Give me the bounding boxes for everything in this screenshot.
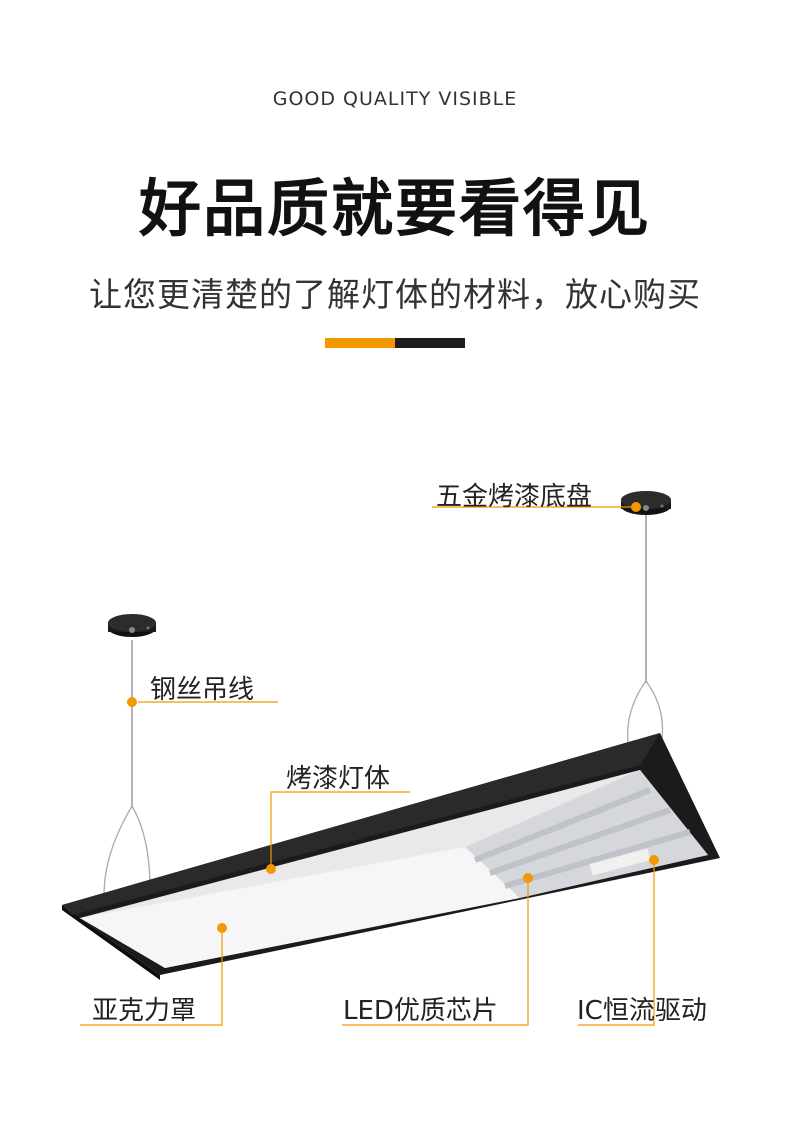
divider-orange [325, 338, 395, 348]
callout-chip-label: LED优质芯片 [343, 996, 498, 1026]
right-wire-loop [626, 680, 664, 743]
left-canopy [108, 614, 156, 637]
callout-canopy-label: 五金烤漆底盘 [436, 482, 593, 512]
page-subtitle: 让您更清楚的了解灯体的材料，放心购买 [89, 275, 701, 314]
callout-wire-label: 钢丝吊线 [150, 675, 255, 705]
callout-dots [127, 502, 659, 933]
callout-diffuser-label: 亚克力罩 [92, 996, 197, 1026]
callout-driver-label: IC恒流驱动 [577, 996, 707, 1026]
eyebrow-text: GOOD QUALITY VISIBLE [272, 88, 518, 110]
divider-dark [395, 338, 465, 348]
light-body [62, 733, 720, 980]
callout-lines [80, 506, 655, 1026]
right-canopy [621, 491, 671, 515]
callout-body-label: 烤漆灯体 [286, 764, 391, 794]
page-title: 好品质就要看得见 [138, 172, 651, 245]
left-wire-loop [103, 805, 151, 896]
